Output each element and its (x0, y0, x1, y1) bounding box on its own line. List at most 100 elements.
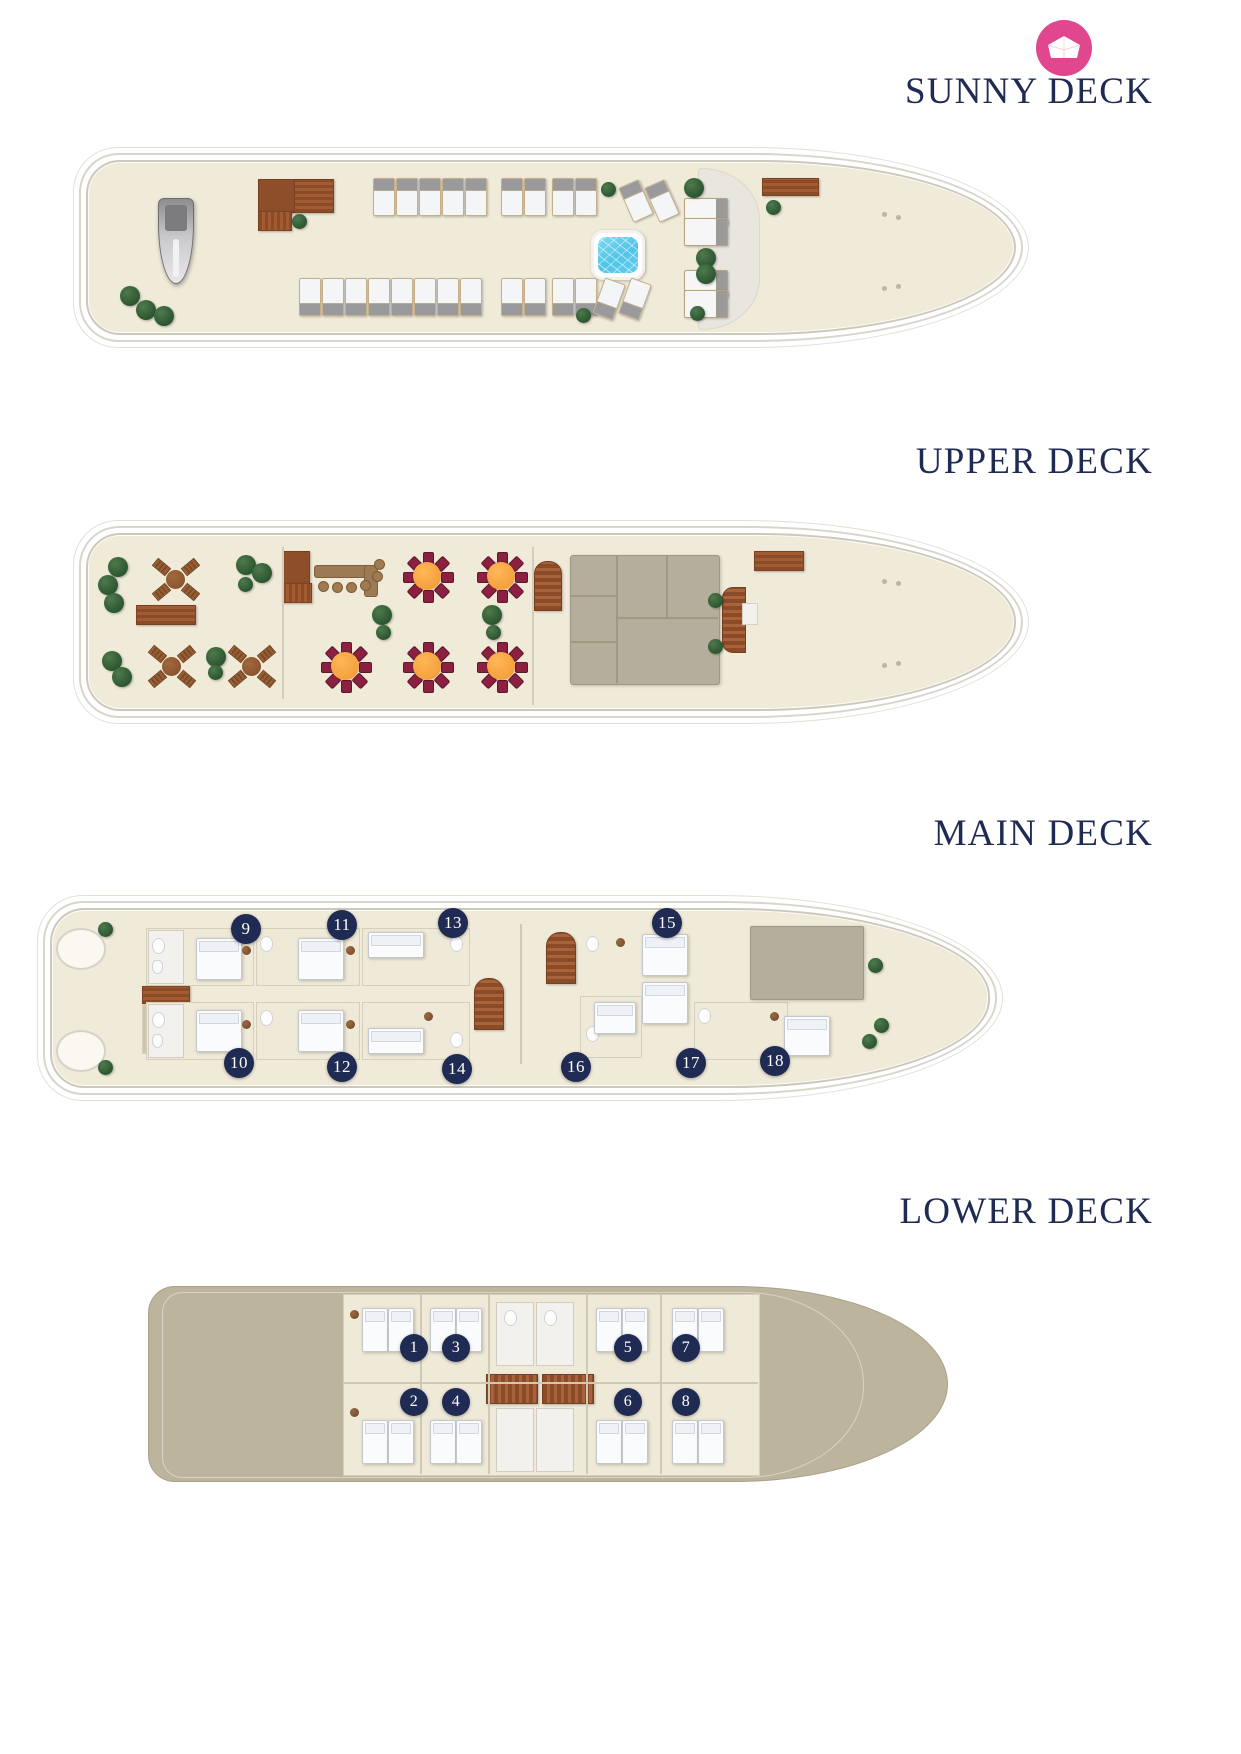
daybed (684, 218, 728, 246)
washbasin (450, 1032, 463, 1048)
nightstand (616, 938, 625, 947)
cabin-badge-3[interactable]: 3 (442, 1334, 470, 1362)
cabin-badge-4[interactable]: 4 (442, 1388, 470, 1416)
nightstand (346, 946, 355, 955)
partition (616, 555, 618, 683)
bar-stool (374, 559, 385, 570)
sun-lounger (345, 278, 367, 316)
staircase (546, 932, 576, 984)
potted-plant (708, 639, 723, 654)
washbasin (152, 1012, 165, 1028)
nightstand (242, 1020, 251, 1029)
toilet (152, 1034, 163, 1048)
cabin-badge-16[interactable]: 16 (561, 1052, 591, 1082)
bed (430, 1420, 456, 1464)
deck-fitting (882, 212, 887, 217)
bar-stool (318, 581, 329, 592)
deck-fitting (882, 579, 887, 584)
main-deck-plan: 9 11 13 15 10 12 14 16 17 18 (37, 895, 1003, 1101)
outdoor-table (147, 643, 197, 689)
teak-bench (136, 605, 196, 625)
bed (430, 1308, 456, 1352)
forward-superstructure (750, 926, 864, 1000)
sunny-deck-plan (73, 147, 1029, 348)
teak-bench (762, 178, 819, 196)
dining-table (320, 641, 372, 693)
bathroom (148, 1004, 184, 1058)
partition (570, 641, 618, 643)
cabin-badge-1[interactable]: 1 (400, 1334, 428, 1362)
sun-lounger (460, 278, 482, 316)
cabin-badge-9[interactable]: 9 (231, 914, 261, 944)
cabin-badge-18[interactable]: 18 (760, 1046, 790, 1076)
cabin-badge-7[interactable]: 7 (672, 1334, 700, 1362)
hull-outline (86, 160, 1016, 335)
potted-plant (601, 182, 616, 197)
nightstand (346, 1020, 355, 1029)
cabin-badge-5[interactable]: 5 (614, 1334, 642, 1362)
potted-plant (868, 958, 883, 973)
stairs-landing (282, 551, 310, 585)
deck-fitting (896, 284, 901, 289)
aft-teak-steps (258, 211, 292, 231)
bathroom (496, 1408, 534, 1472)
sun-lounger (552, 278, 574, 316)
washbasin (586, 936, 599, 952)
staircase (534, 561, 562, 611)
dining-table (476, 641, 528, 693)
bed (196, 938, 242, 980)
cabin-badge-2[interactable]: 2 (400, 1388, 428, 1416)
lower-deck-plan: 1 3 5 7 2 4 6 8 (148, 1286, 948, 1482)
staircase (474, 978, 504, 1030)
jacuzzi (591, 230, 645, 280)
bed (196, 1010, 242, 1052)
cabin-badge-15[interactable]: 15 (652, 908, 682, 938)
upper-deck-plan (73, 520, 1029, 724)
cabin-badge-13[interactable]: 13 (438, 908, 468, 938)
potted-plant (236, 555, 256, 575)
nightstand (770, 1012, 779, 1021)
bathroom (148, 930, 184, 984)
sun-lounger (419, 178, 441, 216)
cabin-badge-14[interactable]: 14 (442, 1054, 472, 1084)
nightstand (350, 1408, 359, 1417)
bed (456, 1308, 482, 1352)
potted-plant (120, 286, 140, 306)
sun-lounger (299, 278, 321, 316)
nightstand (424, 1012, 433, 1021)
cabin-badge-8[interactable]: 8 (672, 1388, 700, 1416)
bed (622, 1420, 648, 1464)
partition (570, 595, 618, 597)
sun-lounger (501, 278, 523, 316)
bed (698, 1420, 724, 1464)
sun-lounger (575, 178, 597, 216)
potted-plant (766, 200, 781, 215)
cabin-badge-12[interactable]: 12 (327, 1052, 357, 1082)
cabin-badge-11[interactable]: 11 (327, 910, 357, 940)
bed (672, 1420, 698, 1464)
hull-rail (162, 1292, 864, 1478)
sun-lounger (437, 278, 459, 316)
bed (784, 1016, 830, 1056)
hull-outer-rail (37, 895, 1003, 1101)
brand-logo[interactable] (1036, 20, 1092, 76)
toilet (152, 960, 163, 974)
cabin-badge-10[interactable]: 10 (224, 1048, 254, 1078)
sun-lounger (414, 278, 436, 316)
potted-plant (696, 248, 716, 268)
helm-seat (742, 603, 758, 625)
sun-lounger (373, 178, 395, 216)
cabin-badge-17[interactable]: 17 (676, 1048, 706, 1078)
staircase (542, 1374, 594, 1404)
potted-plant (154, 306, 174, 326)
dining-table (402, 551, 454, 603)
sun-lounger (442, 178, 464, 216)
cabin-badge-6[interactable]: 6 (614, 1388, 642, 1416)
teak-bench (754, 551, 804, 571)
outdoor-table (151, 556, 201, 602)
paper-boat-icon (1047, 36, 1081, 58)
nightstand (350, 1310, 359, 1319)
bed (596, 1420, 622, 1464)
sun-lounger (322, 278, 344, 316)
